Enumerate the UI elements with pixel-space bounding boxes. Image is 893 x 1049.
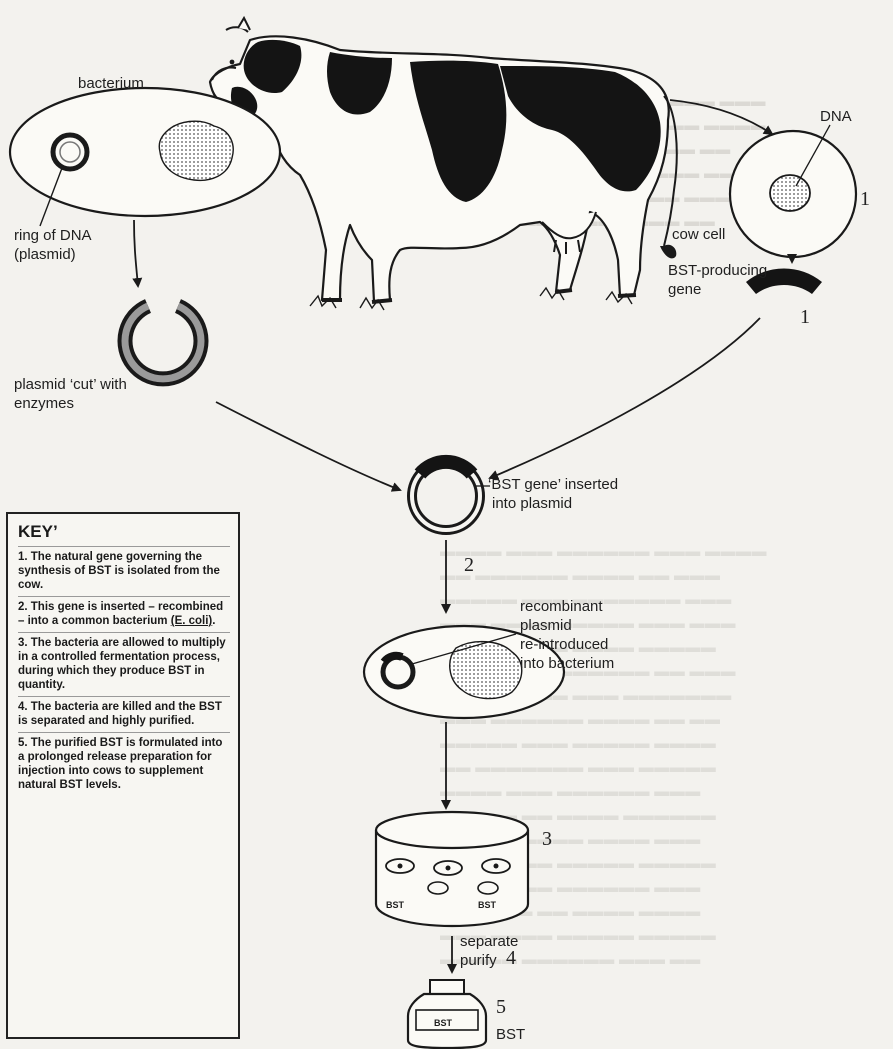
vat-bst-right-label: BST — [478, 896, 496, 914]
cow-cell-label: cow cell — [672, 226, 725, 244]
key-item-emphasis: (E. coli) — [171, 615, 213, 627]
key-item-5: 5. The purified BST is formulated into a… — [18, 732, 230, 796]
key-title: KEY’ — [18, 522, 230, 542]
key-item-suffix: . — [212, 615, 215, 627]
bottle-bst-label: BST — [434, 1014, 452, 1032]
key-item-text: 4. The bacteria are killed and the BST i… — [18, 701, 222, 727]
arrow-cow-to-cell — [670, 100, 772, 134]
arrow-cut-to-plasmid — [216, 402, 400, 490]
step-number-4: 4 — [506, 947, 516, 970]
cow-cell — [730, 125, 856, 257]
cow-illustration — [210, 18, 677, 310]
key-item-text: 1. The natural gene governing the synthe… — [18, 551, 220, 591]
recombinant-label-line3: re-introduced — [520, 636, 608, 654]
vat-bst-left-label: BST — [386, 896, 404, 914]
key-item-text: 3. The bacteria are allowed to multiply … — [18, 637, 226, 691]
key-item-4: 4. The bacteria are killed and the BST i… — [18, 696, 230, 732]
bst-inserted-label-line1: ‘BST gene’ inserted — [488, 476, 618, 494]
recombinant-plasmid — [412, 462, 490, 530]
step-number-5: 5 — [496, 996, 506, 1019]
bst-gene-label-line1: BST-producing — [668, 262, 767, 280]
recombinant-label-line4: into bacterium — [520, 655, 614, 673]
key-item-text: 5. The purified BST is formulated into a… — [18, 737, 222, 791]
bst-inserted-label-line2: into plasmid — [492, 495, 572, 513]
key-item-1: 1. The natural gene governing the synthe… — [18, 546, 230, 596]
ring-of-dna-label: ring of DNA — [14, 227, 92, 245]
bst-product-label: BST — [496, 1026, 525, 1044]
arrow-bacterium-to-cut — [134, 220, 138, 286]
step-number-1-gene: 1 — [800, 306, 810, 329]
cut-plasmid — [125, 306, 201, 379]
cut-plasmid-label-line1: plasmid ‘cut’ with — [14, 376, 127, 394]
step-number-2: 2 — [464, 554, 474, 577]
key-panel: KEY’ 1. The natural gene governing the s… — [6, 512, 240, 1039]
bst-gene-label-line2: gene — [668, 281, 701, 299]
step-number-1-cell: 1 — [860, 188, 870, 211]
recombinant-label-line2: plasmid — [520, 617, 572, 635]
recombinant-label-line1: recombinant — [520, 598, 603, 616]
bacterium-label: bacterium — [78, 75, 144, 93]
key-item-3: 3. The bacteria are allowed to multiply … — [18, 632, 230, 696]
dna-label: DNA — [820, 108, 852, 126]
step-number-3: 3 — [542, 828, 552, 851]
bacterium-cell — [10, 88, 280, 226]
arrow-gene-to-plasmid — [490, 318, 760, 478]
key-item-2: 2. This gene is inserted – recombined – … — [18, 596, 230, 632]
purify-label: purify — [460, 952, 497, 970]
plasmid-paren-label: (plasmid) — [14, 246, 76, 264]
cut-plasmid-label-line2: enzymes — [14, 395, 74, 413]
